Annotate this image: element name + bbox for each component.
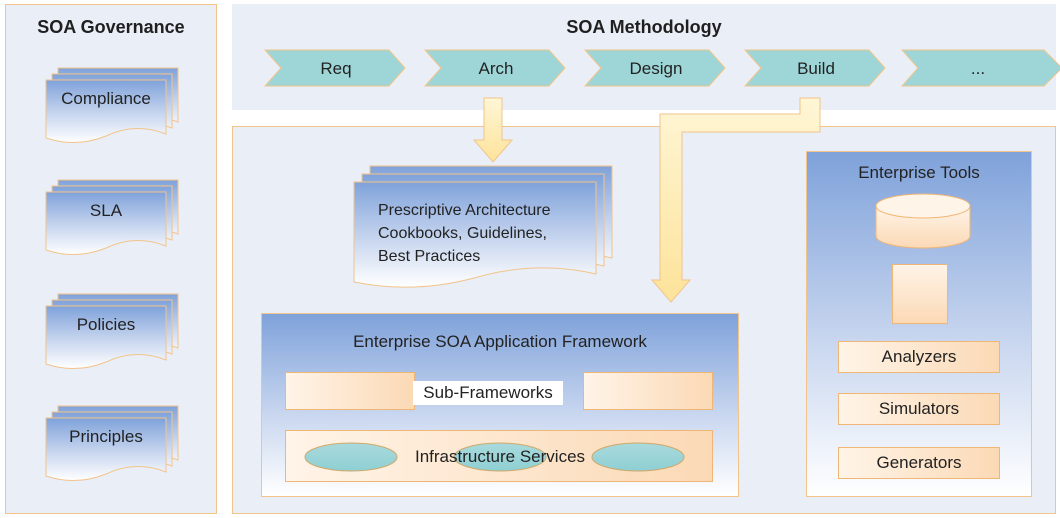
chevron-req: [263, 49, 406, 87]
sla-label: SLA: [89, 201, 123, 220]
chevron-build: [743, 49, 886, 87]
tools-title: Enterprise Tools: [858, 163, 980, 182]
sla-document-icon: [45, 179, 179, 255]
governance-documents: [45, 67, 179, 481]
architecture-text: Prescriptive Architecture Cookbooks, Gui…: [378, 199, 588, 268]
chevron-arch: [423, 49, 566, 87]
sub-framework-block-right: [583, 372, 713, 410]
arch-down-arrow-icon: [472, 97, 514, 163]
analyzers-label: Analyzers: [881, 347, 957, 366]
generators-label: Generators: [876, 453, 962, 472]
policies-label: Policies: [76, 315, 136, 334]
governance-title: SOA Governance: [37, 17, 185, 37]
database-cylinder-icon: [875, 193, 971, 249]
principles-document-icon: [45, 405, 179, 481]
chevron-design: [583, 49, 726, 87]
framework-title: Enterprise SOA Application Framework: [353, 332, 647, 351]
sub-frameworks-label: Sub-Frameworks: [413, 381, 563, 405]
compliance-document-icon: [45, 67, 179, 143]
architecture-line-1: Prescriptive Architecture: [378, 202, 551, 219]
step-more: ...: [970, 59, 986, 78]
step-req: Req: [320, 59, 352, 78]
service-ellipse-middle: [453, 442, 547, 472]
architecture-line-2: Cookbooks, Guidelines,: [378, 225, 547, 242]
step-build: Build: [797, 59, 835, 78]
infrastructure-label: Infrastructure Services: [414, 447, 586, 466]
methodology-title: SOA Methodology: [566, 17, 722, 37]
step-design: Design: [629, 59, 683, 78]
tool-block-icon: [892, 264, 948, 324]
service-ellipse-right: [591, 442, 685, 472]
sub-framework-block-left: [285, 372, 415, 410]
generators-box: [838, 447, 1000, 479]
chevron-more: [900, 49, 1060, 87]
step-arch: Arch: [478, 59, 514, 78]
build-bent-arrow-icon: [650, 97, 821, 303]
compliance-label: Compliance: [61, 89, 151, 108]
principles-label: Principles: [69, 427, 143, 446]
analyzers-box: [838, 341, 1000, 373]
simulators-box: [838, 393, 1000, 425]
simulators-label: Simulators: [878, 399, 960, 418]
methodology-chevrons: [263, 49, 1060, 87]
policies-document-icon: [45, 293, 179, 369]
architecture-line-3: Best Practices: [378, 248, 481, 265]
service-ellipse-left: [304, 442, 398, 472]
